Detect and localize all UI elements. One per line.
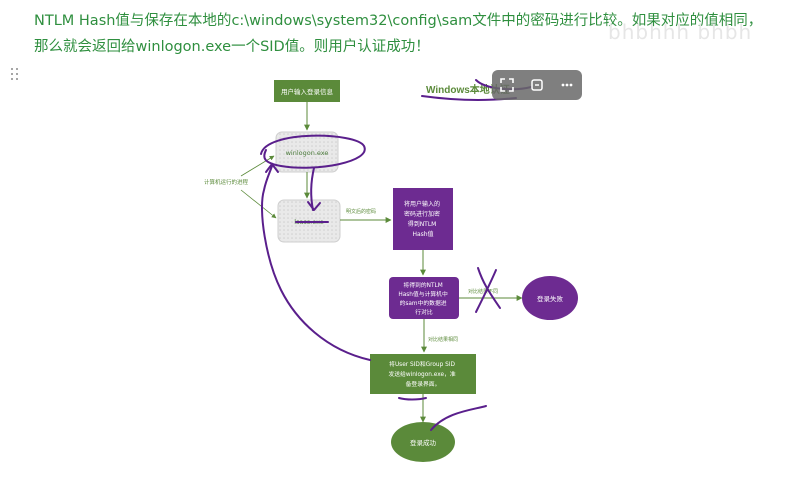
sid-node-line: 发送给winlogon.exe，准 xyxy=(388,370,455,378)
compare-node-line: 的sam中的数据进 xyxy=(400,299,447,307)
process-side-label: 计算机运行的进程 xyxy=(204,178,249,186)
flowchart-image: Windows本地认证 用户输入登录信息 winlogon.exe 计算机运行的… xyxy=(186,60,606,480)
expand-icon[interactable] xyxy=(496,74,518,96)
paragraph-text: NTLM Hash值与保存在本地的 xyxy=(34,13,232,29)
sid-node-line: 将User SID和Group SID xyxy=(389,360,455,368)
watermark: bhbhhh bhbh xyxy=(608,20,753,44)
input-node xyxy=(274,80,340,102)
ntlm-hash-node xyxy=(393,188,453,250)
paragraph-line-1: NTLM Hash值与保存在本地的c:\windows\system32\con… xyxy=(34,9,762,30)
plaintext-arrow-label: 明文后的密码 xyxy=(346,208,376,215)
svg-text:将User SID和Group SID 发送给win: 将User SID和Group SID 发送给winlogon.exe，准 备登… xyxy=(388,360,457,388)
send-sid-node xyxy=(370,354,476,394)
ntlm-node-line: 将用户输入的 xyxy=(404,200,440,208)
not-equal-arrow-label: 对比结果不同 xyxy=(468,288,498,295)
compare-node-line: 行对比 xyxy=(415,308,433,316)
sid-node-line: 备登录界面。 xyxy=(406,380,441,388)
svg-text:将得到的NTLM Hash值与计算机中 的s: 将得到的NTLM Hash值与计算机中 的sam中的数据进 行对比 xyxy=(398,281,449,316)
handwritten-annotations xyxy=(260,79,532,431)
paragraph-text: 文件中的密码进行比较。如果对应的值相同， xyxy=(472,13,763,29)
winlogon-node-label: winlogon.exe xyxy=(286,149,329,157)
paragraph-line-2: 那么就会返回给winlogon.exe一个SID值。则用户认证成功！ xyxy=(34,39,430,55)
login-success-label: 登录成功 xyxy=(410,438,437,447)
login-fail-node xyxy=(522,276,578,320)
compare-node-line: Hash值与计算机中 xyxy=(398,290,448,298)
ntlm-node-line: 密码进行加密 xyxy=(404,210,440,218)
login-fail-label: 登录失败 xyxy=(537,294,564,303)
ntlm-node-line: Hash值 xyxy=(412,230,433,238)
ntlm-node-line: 得到NTLM xyxy=(408,220,437,228)
copy-icon[interactable] xyxy=(526,74,548,96)
login-success-node xyxy=(391,422,455,462)
svg-text:将用户输入的 密码进行加密 得到NTLM: 将用户输入的 密码进行加密 得到NTLM Hash值 xyxy=(404,200,442,238)
input-node-label: 用户输入登录信息 xyxy=(281,87,334,96)
drag-handle-icon[interactable] xyxy=(11,68,21,80)
more-icon[interactable] xyxy=(556,74,578,96)
image-toolbar xyxy=(492,70,582,100)
equal-arrow-label: 对比结果相同 xyxy=(428,336,458,343)
compare-node xyxy=(389,277,459,319)
sam-file-path: c:\windows\system32\config\sam xyxy=(231,13,473,29)
compare-node-line: 将得到的NTLM xyxy=(403,281,442,289)
